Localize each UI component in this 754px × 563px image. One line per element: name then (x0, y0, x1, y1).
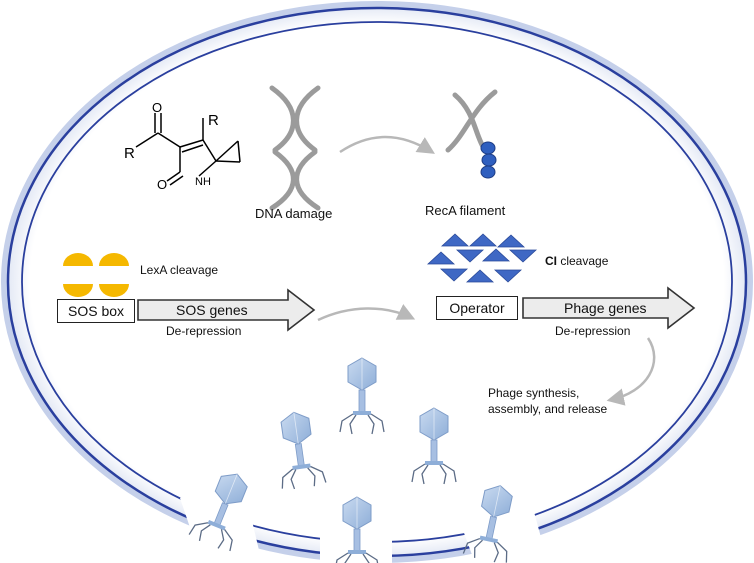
phage-genes-arrow (522, 286, 696, 330)
lexa-repressor (63, 253, 129, 297)
arrow-dna-to-reca (339, 135, 435, 154)
ci-cleavage-text: cleavage (557, 254, 609, 268)
dna-damage-helix (269, 85, 321, 211)
sos-genes-label: SOS genes (176, 302, 248, 318)
molecule-o1-label: O (152, 100, 162, 115)
phage-genes-label: Phage genes (564, 300, 647, 316)
ci-label: CI (545, 254, 557, 268)
ci-repressor (426, 233, 538, 283)
phage-synthesis-line-2: assembly, and release (488, 402, 608, 416)
molecule-nh-label: NH (195, 176, 211, 188)
sos-genes-arrow (137, 288, 316, 332)
reca-filament (445, 89, 498, 179)
sos-derepression-label: De-repression (166, 324, 242, 338)
arrow-sos-to-operator (317, 304, 416, 322)
phage-derepression-label: De-repression (555, 324, 631, 338)
molecule-o2-label: O (157, 177, 167, 192)
phage-synthesis-line-1: Phage synthesis, (488, 386, 580, 400)
reca-filament-label: RecA filament (425, 203, 506, 218)
molecule-r1-label: R (208, 112, 219, 129)
lexa-cleavage-label: LexA cleavage (140, 263, 219, 277)
dna-damage-label: DNA damage (255, 206, 333, 221)
molecule-r2-label: R (124, 145, 135, 162)
arrow-to-phage-synthesis (606, 337, 656, 406)
ci-cleavage-label: CI cleavage (545, 254, 608, 268)
operator-box: Operator (436, 296, 518, 320)
spiro-lactam-molecule (135, 113, 241, 186)
sos-box: SOS box (57, 299, 135, 323)
phage-particles (180, 357, 548, 563)
